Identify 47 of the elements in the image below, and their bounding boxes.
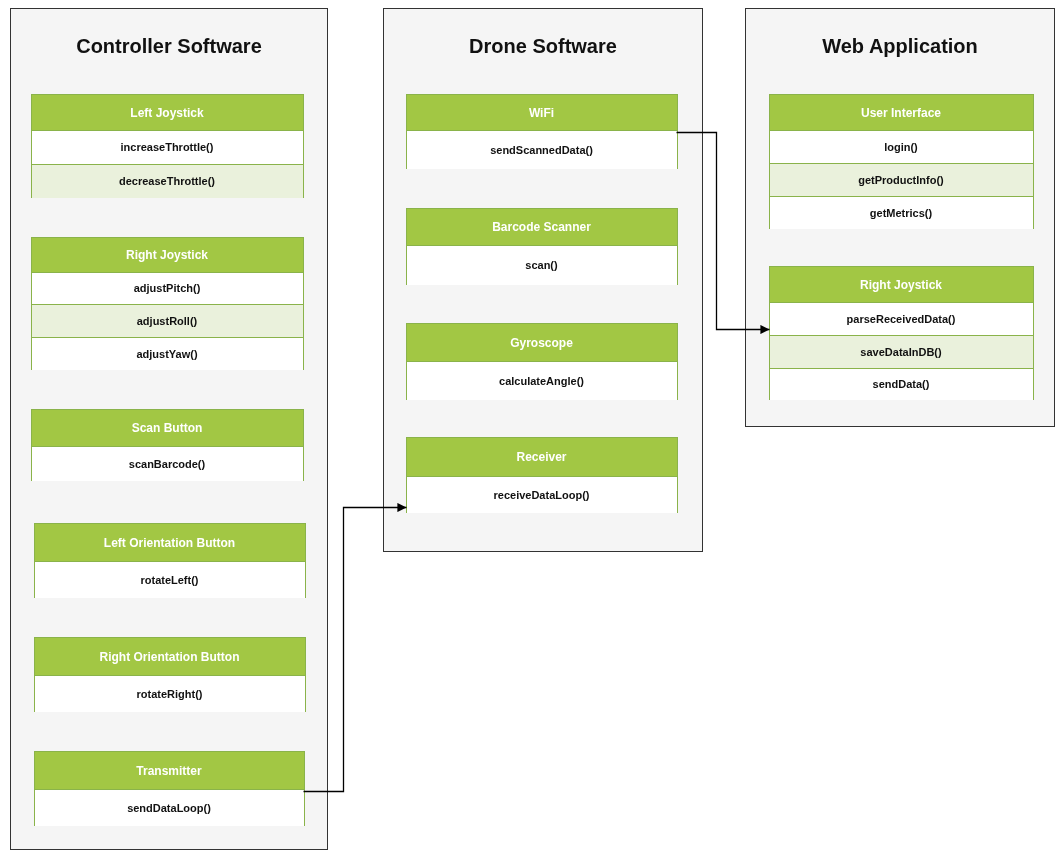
component-card xyxy=(33,636,306,712)
panel-title: Web Application xyxy=(821,35,979,58)
component-card xyxy=(33,522,306,598)
component-card xyxy=(768,265,1034,400)
component-header: Right Joystick xyxy=(769,266,1033,303)
component-card xyxy=(405,207,678,285)
component-card xyxy=(30,408,304,481)
method-row: adjustRoll() xyxy=(31,303,303,337)
component-header: Left Orientation Button xyxy=(34,523,305,562)
method-row: sendData() xyxy=(769,367,1033,400)
panel xyxy=(383,8,703,552)
component-card xyxy=(30,236,304,370)
method-row: rotateLeft() xyxy=(34,560,305,598)
method-row: sendScannedData() xyxy=(406,129,677,169)
component-card xyxy=(768,93,1034,229)
component-header: Transmitter xyxy=(34,751,304,790)
arrow xyxy=(302,502,408,793)
panel xyxy=(10,8,328,850)
component-card xyxy=(405,436,678,513)
component-header: Gyroscope xyxy=(406,323,677,362)
component-header: Left Joystick xyxy=(31,94,303,131)
component-header: User Interface xyxy=(769,94,1033,131)
component-card xyxy=(405,322,678,400)
component-card xyxy=(33,750,305,826)
panel xyxy=(745,8,1055,427)
method-row: saveDataInDB() xyxy=(769,334,1033,368)
component-card xyxy=(405,93,678,169)
component-header: Right Orientation Button xyxy=(34,637,305,676)
component-card xyxy=(30,93,304,198)
method-row: sendDataLoop() xyxy=(34,788,304,826)
component-header: WiFi xyxy=(406,94,677,131)
arrow xyxy=(675,131,771,335)
method-row: calculateAngle() xyxy=(406,360,677,400)
method-row: receiveDataLoop() xyxy=(406,475,677,513)
method-row: scan() xyxy=(406,244,677,285)
method-row: getProductInfo() xyxy=(769,162,1033,196)
method-row: decreaseThrottle() xyxy=(31,163,303,198)
component-header: Right Joystick xyxy=(31,237,303,273)
method-row: getMetrics() xyxy=(769,195,1033,229)
component-header: Receiver xyxy=(406,437,677,477)
method-row: scanBarcode() xyxy=(31,445,303,481)
component-header: Scan Button xyxy=(31,409,303,447)
method-row: rotateRight() xyxy=(34,674,305,712)
component-header: Barcode Scanner xyxy=(406,208,677,246)
panel-title: Drone Software xyxy=(468,35,618,58)
method-row: adjustYaw() xyxy=(31,336,303,370)
panel-title: Controller Software xyxy=(75,35,263,58)
